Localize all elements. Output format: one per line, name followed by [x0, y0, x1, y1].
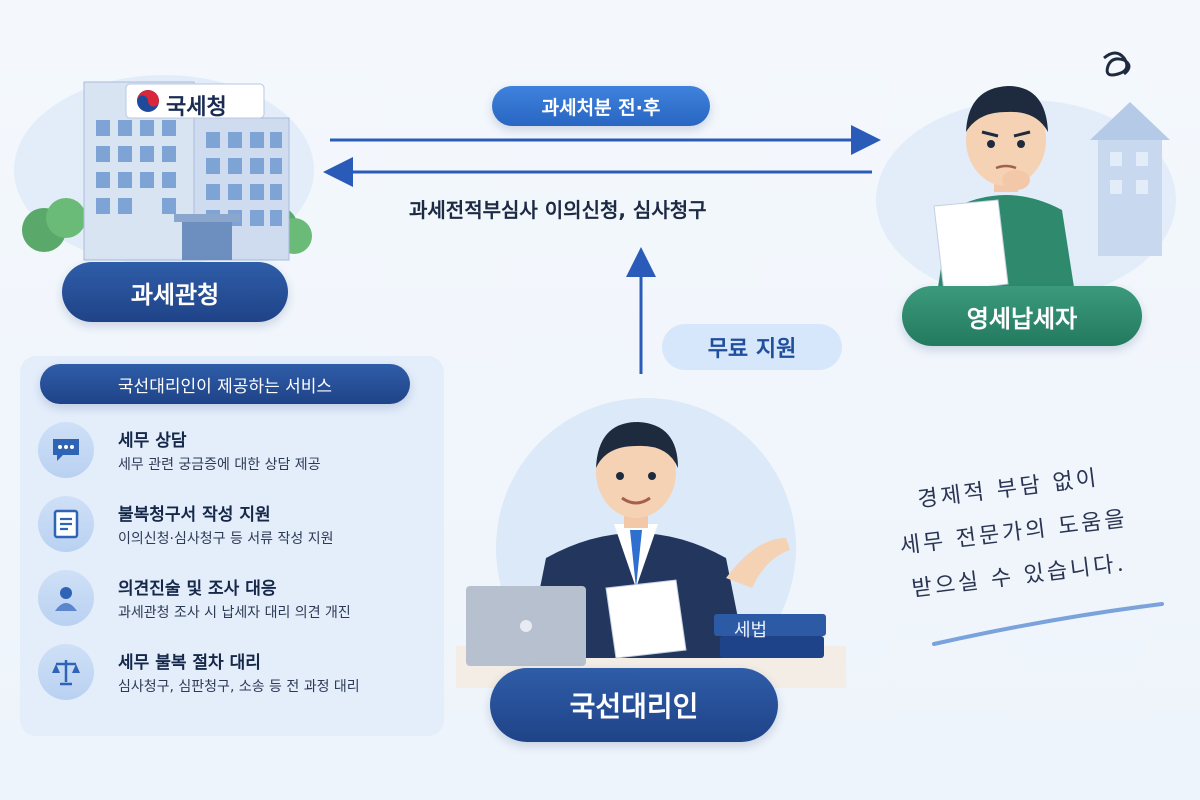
worried-person-icon	[876, 51, 1176, 300]
scales-icon	[38, 644, 94, 700]
building-icon	[14, 75, 314, 265]
law-book-label: 세법	[734, 620, 768, 641]
tax-authority-label: 과세관청	[62, 262, 288, 322]
service-desc: 심사청구, 심판청구, 소송 등 전 과정 대리	[118, 679, 360, 695]
services-title: 국선대리인이 제공하는 서비스	[40, 364, 410, 404]
taxpayer-illustration	[866, 40, 1180, 300]
taxpayer-label: 영세납세자	[902, 286, 1142, 346]
service-item: 불복청구서 작성 지원 이의신청·심사청구 등 서류 작성 지원	[38, 496, 438, 558]
document-icon	[38, 496, 94, 552]
lawyer-person-icon	[456, 398, 846, 698]
service-title: 세무 상담	[118, 431, 187, 451]
representative-label: 국선대리인	[490, 668, 778, 742]
note-underline	[932, 602, 1164, 646]
free-support-pill: 무료 지원	[662, 324, 842, 370]
service-desc: 과세관청 조사 시 납세자 대리 의견 개진	[118, 605, 351, 621]
service-title: 의견진술 및 조사 대응	[118, 579, 277, 599]
building-sign-text: 국세청	[166, 95, 227, 120]
service-item: 의견진술 및 조사 대응 과세관청 조사 시 납세자 대리 의견 개진	[38, 570, 438, 632]
person-icon	[38, 570, 94, 626]
chat-bubble-icon	[38, 422, 94, 478]
tax-office-illustration	[14, 40, 314, 270]
service-desc: 이의신청·심사청구 등 서류 작성 지원	[118, 531, 334, 547]
service-desc: 세무 관련 궁금증에 대한 상담 제공	[118, 457, 321, 473]
services-panel: 국선대리인이 제공하는 서비스 세무 상담 세무 관련 궁금증에 대한 상담 제…	[20, 356, 444, 736]
service-item: 세무 상담 세무 관련 궁금증에 대한 상담 제공	[38, 422, 438, 484]
service-item: 세무 불복 절차 대리 심사청구, 심판청구, 소송 등 전 과정 대리	[38, 644, 438, 706]
service-title: 불복청구서 작성 지원	[118, 505, 271, 525]
tax-disposition-pill: 과세처분 전·후	[492, 86, 710, 126]
service-title: 세무 불복 절차 대리	[118, 653, 261, 673]
representative-illustration	[456, 388, 846, 698]
appeal-procedures-text: 과세전적부심사 이의신청, 심사청구	[409, 198, 707, 222]
